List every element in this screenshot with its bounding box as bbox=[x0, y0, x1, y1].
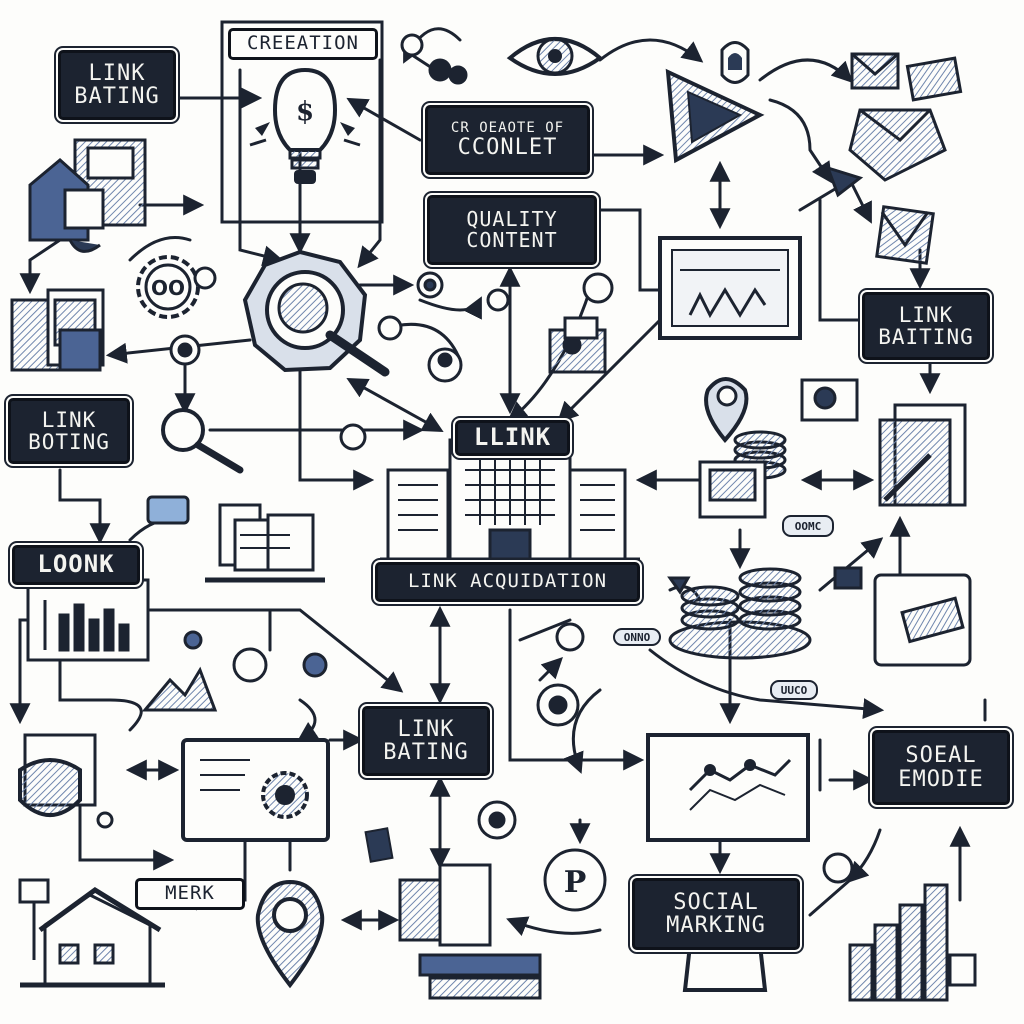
tag-right: OOMC bbox=[782, 515, 834, 537]
card-icon bbox=[667, 566, 972, 667]
gear-icon: OO bbox=[136, 255, 217, 319]
link-center-label: LLINK bbox=[455, 420, 570, 456]
create-content-label: CR OEAOTE OF CCONLET bbox=[425, 105, 590, 175]
social-marking-label: SOCIAL MARKING bbox=[632, 878, 800, 950]
quality-content-label: QUALITY CONTENT bbox=[427, 195, 597, 265]
profile-card-icon bbox=[548, 316, 607, 374]
search-icon bbox=[161, 408, 244, 474]
badge-icon bbox=[720, 41, 750, 84]
tag-low: UUCO bbox=[770, 680, 818, 700]
landscape-icon bbox=[141, 666, 218, 712]
merk-label: MERK bbox=[135, 878, 245, 910]
document-icon bbox=[878, 403, 967, 507]
line-1: CR OEAOTE OF bbox=[450, 120, 565, 137]
line-2: CCONLET bbox=[457, 134, 558, 160]
line-1: LINK bbox=[898, 302, 954, 327]
svg-text:OO: OO bbox=[151, 276, 185, 300]
photo-card-icon bbox=[698, 378, 859, 519]
social-emodie-label: SOEAL EMODIE bbox=[872, 730, 1010, 805]
link-acquisition-text: LINK ACQUIDATION bbox=[407, 570, 608, 593]
line-2: BOTING bbox=[28, 430, 110, 454]
map-pin-large-icon bbox=[255, 879, 325, 989]
monitor-stand-icon bbox=[682, 943, 768, 992]
link-bating-top-label: LINK BATING bbox=[58, 50, 176, 120]
connector-arrows bbox=[9, 27, 987, 936]
coin-tower-icon bbox=[668, 567, 812, 660]
phone-icon bbox=[364, 827, 394, 863]
link-bating-center-label: LINK BATING bbox=[362, 706, 490, 776]
tag-right-text: OOMC bbox=[794, 519, 822, 533]
monitor-line-chart-icon bbox=[646, 733, 810, 842]
line-1: LINK bbox=[41, 407, 97, 432]
tag-mid-text: ONNO bbox=[623, 630, 651, 644]
link-center-text: LLINK bbox=[473, 423, 552, 452]
magnifier-seal-icon bbox=[242, 249, 390, 377]
line-2: EMODIE bbox=[898, 766, 984, 792]
link-baiting-right-label: LINK BAITING bbox=[862, 292, 990, 360]
website-pages-icon bbox=[28, 138, 147, 253]
node-icons bbox=[169, 271, 854, 912]
tag-mid: ONNO bbox=[613, 628, 661, 646]
laptop-icon bbox=[205, 503, 325, 583]
loonk-text: LOONK bbox=[37, 550, 115, 579]
books-icon bbox=[398, 863, 542, 1000]
line-1: LINK bbox=[88, 60, 146, 86]
link-boting-label: LINK BOTING bbox=[8, 398, 130, 464]
line-2: MARKING bbox=[666, 913, 766, 938]
line-1: QUALITY bbox=[466, 207, 558, 231]
bar-chart-board-icon bbox=[26, 578, 150, 662]
bar-chart-icon bbox=[848, 883, 977, 1002]
play-triangle-icon bbox=[665, 68, 765, 164]
creation-text: CREEATION bbox=[247, 32, 359, 55]
creation-frame bbox=[220, 20, 384, 224]
shield-icon bbox=[18, 733, 114, 829]
eye-icon bbox=[506, 37, 604, 76]
loonk-label: LOONK bbox=[12, 545, 140, 585]
p-symbol: P bbox=[564, 865, 587, 900]
svg-text:$: $ bbox=[296, 97, 314, 127]
envelope-icon bbox=[825, 52, 963, 265]
house-icon bbox=[18, 878, 165, 988]
node-cluster-icon bbox=[400, 33, 468, 85]
line-2: CONTENT bbox=[466, 228, 558, 252]
link-acquisition-label: LINK ACQUIDATION bbox=[375, 562, 640, 602]
monitor-chart-icon bbox=[658, 236, 802, 340]
line-1: SOEAL bbox=[905, 743, 977, 769]
line-2: BATING bbox=[74, 84, 160, 109]
creation-label: CREEATION bbox=[228, 28, 378, 60]
line-1: LINK bbox=[397, 716, 455, 742]
building-icon bbox=[380, 438, 640, 563]
merk-text: MERK bbox=[165, 882, 215, 905]
line-2: BATING bbox=[383, 740, 469, 765]
documents-icon bbox=[10, 288, 105, 372]
map-pin-icon bbox=[704, 377, 749, 444]
browser-gear-icon bbox=[181, 738, 330, 842]
line-1: SOCIAL bbox=[673, 889, 759, 915]
line-2: BAITING bbox=[878, 325, 974, 349]
toggle-icon bbox=[146, 495, 190, 525]
lightbulb-icon: $ bbox=[249, 67, 361, 184]
tag-low-text: UUCO bbox=[780, 683, 808, 697]
